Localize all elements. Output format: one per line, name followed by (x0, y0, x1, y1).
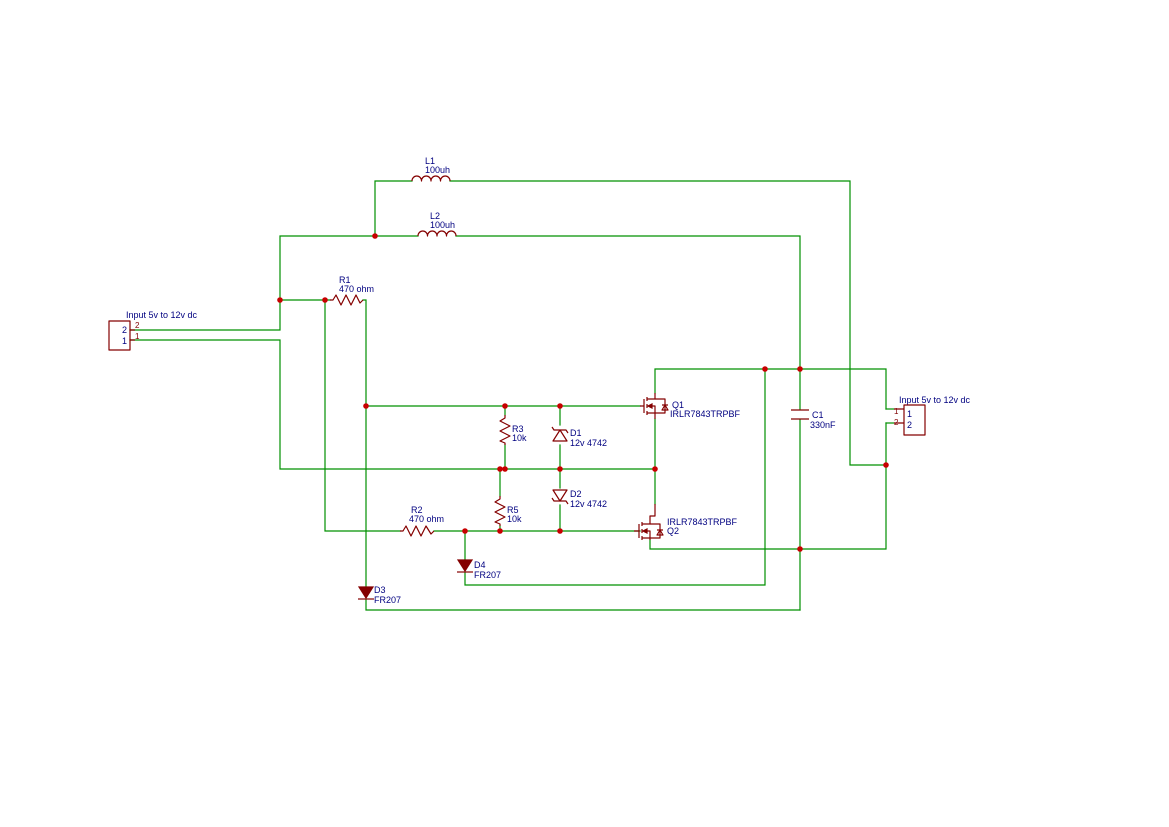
junction-dot (557, 466, 563, 472)
input-connector-right: Input 5v to 12v dc 1 2 1 2 (894, 395, 971, 436)
junction-dot (497, 528, 503, 534)
junction-dot (502, 466, 508, 472)
diode-d4: D4 FR207 (456, 559, 501, 580)
right-pin-2-number: 2 (907, 420, 912, 430)
junction-dot (372, 233, 378, 239)
r1-value: 470 ohm (339, 284, 374, 294)
junction-dot (797, 366, 803, 372)
inductor-l1: L1 100uh (411, 156, 451, 182)
junction-dot (883, 462, 889, 468)
r5-ref: R5 (507, 505, 519, 515)
mosfet-q1: Q1 IRLR7843TRPBF (640, 393, 741, 419)
r1-ref: R1 (339, 275, 351, 285)
input-connector-left: Input 5v to 12v dc 2 1 2 1 (108, 310, 198, 351)
junction-dot (557, 528, 563, 534)
resistor-r1: R1 470 ohm (330, 275, 374, 306)
l1-value: 100uh (425, 165, 450, 175)
left-pin-2-number: 2 (122, 325, 127, 335)
d4-ref: D4 (474, 560, 486, 570)
junction-dot (322, 297, 328, 303)
resistor-r2: R2 470 ohm (400, 505, 444, 537)
c1-ref: C1 (812, 410, 824, 420)
junction-dot (557, 403, 563, 409)
resistor-r3: R3 10k (499, 415, 527, 445)
junction-dot (462, 528, 468, 534)
r3-value: 10k (512, 433, 527, 443)
junction-dot (652, 466, 658, 472)
r2-value: 470 ohm (409, 514, 444, 524)
right-pin-1-label: 1 (894, 407, 899, 416)
d4-value: FR207 (474, 570, 501, 580)
right-connector-label: Input 5v to 12v dc (899, 395, 971, 405)
zener-diode-d2: D2 12v 4742 (551, 489, 607, 509)
left-connector-label: Input 5v to 12v dc (126, 310, 198, 320)
d1-ref: D1 (570, 428, 582, 438)
junction-dot (497, 466, 503, 472)
junction-dot (762, 366, 768, 372)
d2-value: 12v 4742 (570, 499, 607, 509)
mosfet-q2: IRLR7843TRPBF Q2 (634, 504, 738, 540)
c1-value: 330nF (810, 420, 836, 430)
diode-d3: D3 FR207 (357, 585, 401, 605)
r2-ref: R2 (411, 505, 423, 515)
d2-ref: D2 (570, 489, 582, 499)
junction-dot (277, 297, 283, 303)
d3-value: FR207 (374, 595, 401, 605)
inductor-l2: L2 100uh (417, 211, 457, 237)
junction-dot (797, 546, 803, 552)
right-pin-1-number: 1 (907, 409, 912, 419)
d1-value: 12v 4742 (570, 438, 607, 448)
capacitor-c1: C1 330nF (791, 409, 836, 430)
resistor-r5: R5 10k (494, 496, 522, 526)
junction-dot (363, 403, 369, 409)
l2-value: 100uh (430, 220, 455, 230)
left-pin-2-label: 2 (135, 321, 140, 330)
zener-diode-d1: D1 12v 4742 (551, 426, 607, 448)
l2-ref: L2 (430, 211, 440, 221)
q2-ref: Q2 (667, 526, 679, 536)
r3-ref: R3 (512, 424, 524, 434)
junctions (277, 233, 889, 552)
q1-value: IRLR7843TRPBF (670, 409, 741, 419)
l1-ref: L1 (425, 156, 435, 166)
left-pin-1-number: 1 (122, 336, 127, 346)
q2-value: IRLR7843TRPBF (667, 517, 738, 527)
right-pin-2-label: 2 (894, 418, 899, 427)
junction-dot (502, 403, 508, 409)
left-pin-1-label: 1 (135, 332, 140, 341)
d3-ref: D3 (374, 585, 386, 595)
r5-value: 10k (507, 514, 522, 524)
q1-ref: Q1 (672, 400, 684, 410)
wires (129, 180, 895, 611)
